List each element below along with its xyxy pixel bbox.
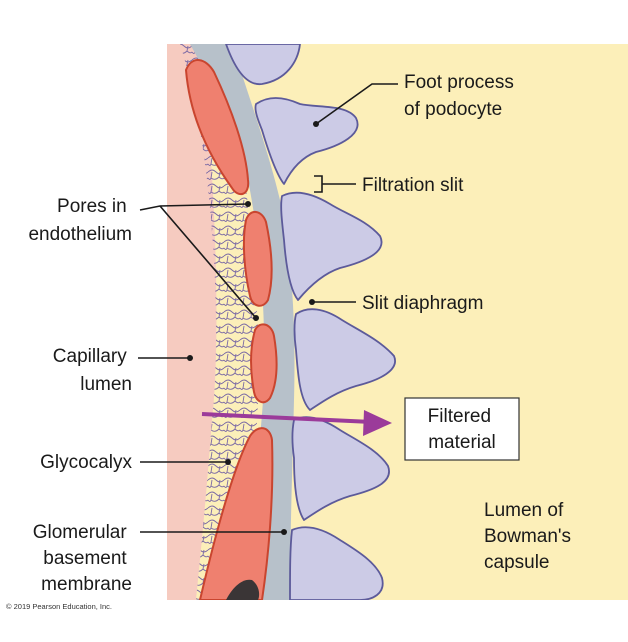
- endothelial-cell: [198, 427, 274, 600]
- foot-process: [254, 97, 359, 185]
- label-slit-diaphragm: Slit diaphragm: [362, 293, 483, 314]
- capillary-lumen-region: [167, 44, 217, 600]
- foot-process: [280, 191, 383, 301]
- label-glomerular-basement-membrane: Glomerular basement membrane: [33, 522, 132, 595]
- arrowhead: [363, 410, 392, 436]
- label-foot-process: Foot process of podocyte: [404, 72, 519, 120]
- label-filtration-slit: Filtration slit: [362, 175, 464, 196]
- foot-process: [291, 416, 390, 521]
- label-glycocalyx: Glycocalyx: [40, 452, 132, 473]
- leader-lines: [138, 83, 398, 535]
- foot-process: [293, 308, 396, 411]
- filtered-material-arrow: [201, 412, 373, 424]
- podocyte-foot-processes: [225, 44, 396, 600]
- copyright-notice: © 2019 Pearson Education, Inc.: [6, 602, 112, 611]
- label-pores-in-endothelium: Pores in endothelium: [28, 196, 132, 245]
- endothelial-cell: [184, 59, 250, 196]
- label-filtered-material: Filtered material: [428, 406, 497, 453]
- endothelial-nucleus: [226, 579, 260, 600]
- endothelial-cell: [250, 323, 278, 404]
- foot-process: [225, 44, 301, 85]
- label-capillary-lumen: Capillary lumen: [53, 346, 132, 395]
- endothelial-cell: [242, 211, 273, 307]
- foot-process: [289, 526, 384, 600]
- filtered-material-box: [404, 397, 520, 461]
- label-lumen-of-bowmans-capsule: Lumen of Bowman's capsule: [484, 500, 576, 573]
